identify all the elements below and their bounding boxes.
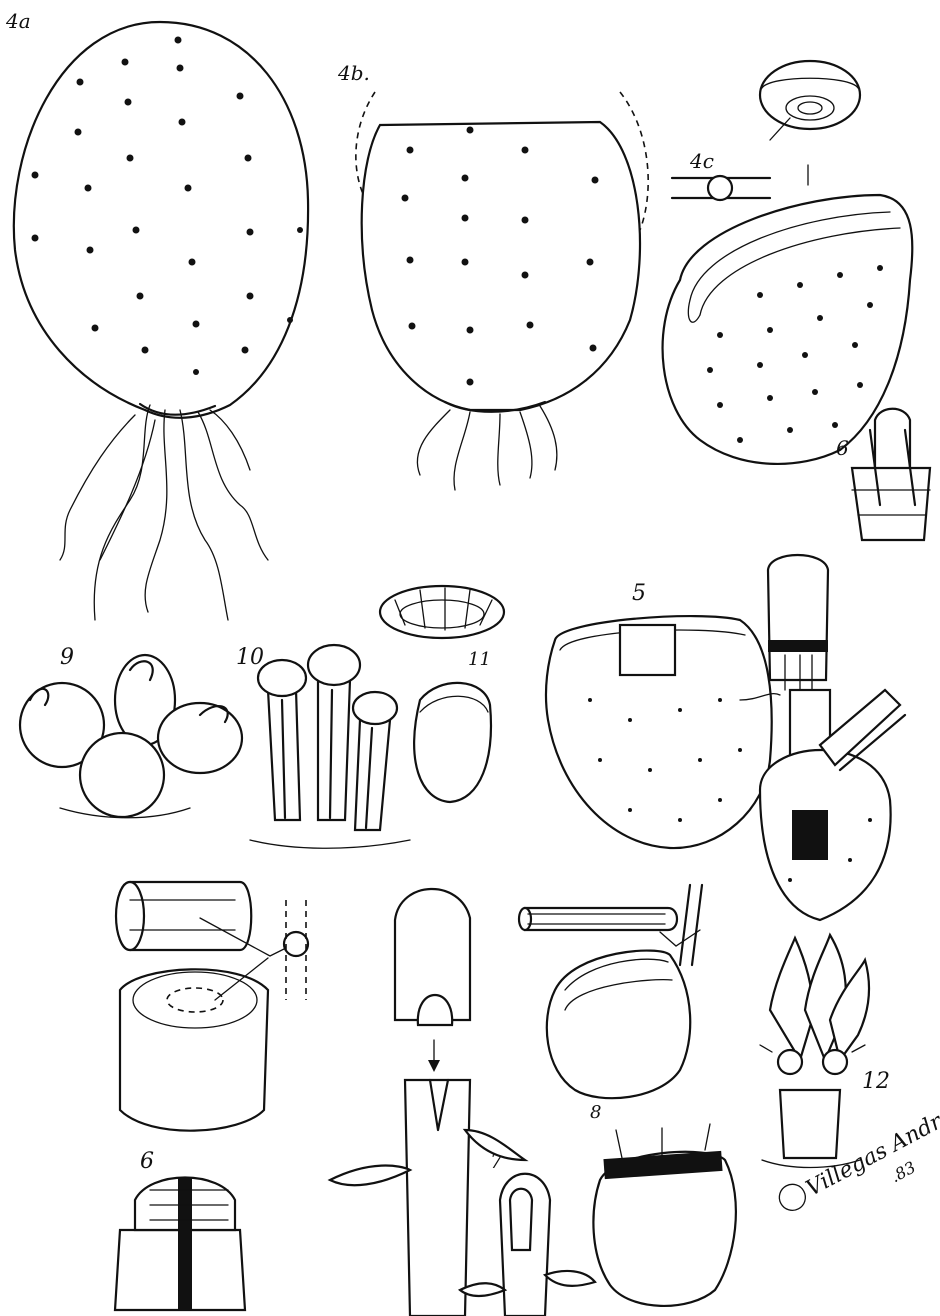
label-4b: 4b. — [337, 61, 370, 85]
figure-8-upper — [519, 885, 702, 1098]
figure-12: 12 — [760, 935, 890, 1168]
roots-4a — [60, 404, 268, 620]
figure-9: 9 — [20, 645, 242, 818]
label-4c: 4c — [689, 149, 714, 173]
figure-10: 10 — [236, 645, 410, 848]
figure-5-scion — [760, 555, 905, 920]
label-4a: 4a — [5, 9, 31, 33]
leaf-7-left — [330, 1166, 410, 1186]
rod-piece — [525, 908, 677, 930]
label-12: 12 — [862, 1069, 890, 1094]
signature-year: .83 — [887, 1158, 918, 1187]
scion-top — [768, 555, 828, 680]
label-6-bottom: 6 — [140, 1149, 154, 1174]
pad-11 — [414, 683, 491, 802]
pad-4a-outline — [14, 22, 308, 418]
pot-6-container — [852, 468, 930, 540]
figure-7: 7 — [330, 889, 595, 1316]
pad-5-window — [620, 625, 675, 675]
label-5: 5 — [632, 581, 646, 606]
label-11: 11 — [468, 649, 491, 670]
columns-10 — [250, 645, 410, 848]
figure-5: 5 — [546, 555, 905, 920]
figure-6-bottom: 6 — [115, 1149, 245, 1310]
figure-8: 8 — [590, 1102, 736, 1306]
label-9: 9 — [60, 645, 74, 670]
pad-with-hole — [120, 969, 268, 1130]
slice-11 — [380, 586, 504, 638]
label-6-top: 6 — [836, 436, 849, 460]
label-8: 8 — [590, 1102, 601, 1123]
roots-4b — [417, 402, 557, 490]
pad-8-upper — [547, 951, 690, 1099]
label-10: 10 — [236, 645, 264, 670]
rootstock-7 — [405, 1080, 470, 1316]
binding-strap — [178, 1178, 192, 1310]
4c-detail-cap — [760, 61, 860, 129]
figure-4b: 4b. — [337, 61, 648, 490]
pad-4b-outline — [362, 122, 640, 410]
cutting-12-stem — [780, 1090, 840, 1158]
pad-9-base — [80, 733, 164, 817]
figure-11: 11 — [380, 586, 504, 802]
figure-4a: 4a — [5, 9, 308, 620]
4c-cross-section — [672, 176, 770, 200]
figure-hole-graft — [116, 882, 308, 1131]
figure-4c: 4c — [663, 61, 913, 464]
pot-6-pad — [875, 409, 910, 470]
